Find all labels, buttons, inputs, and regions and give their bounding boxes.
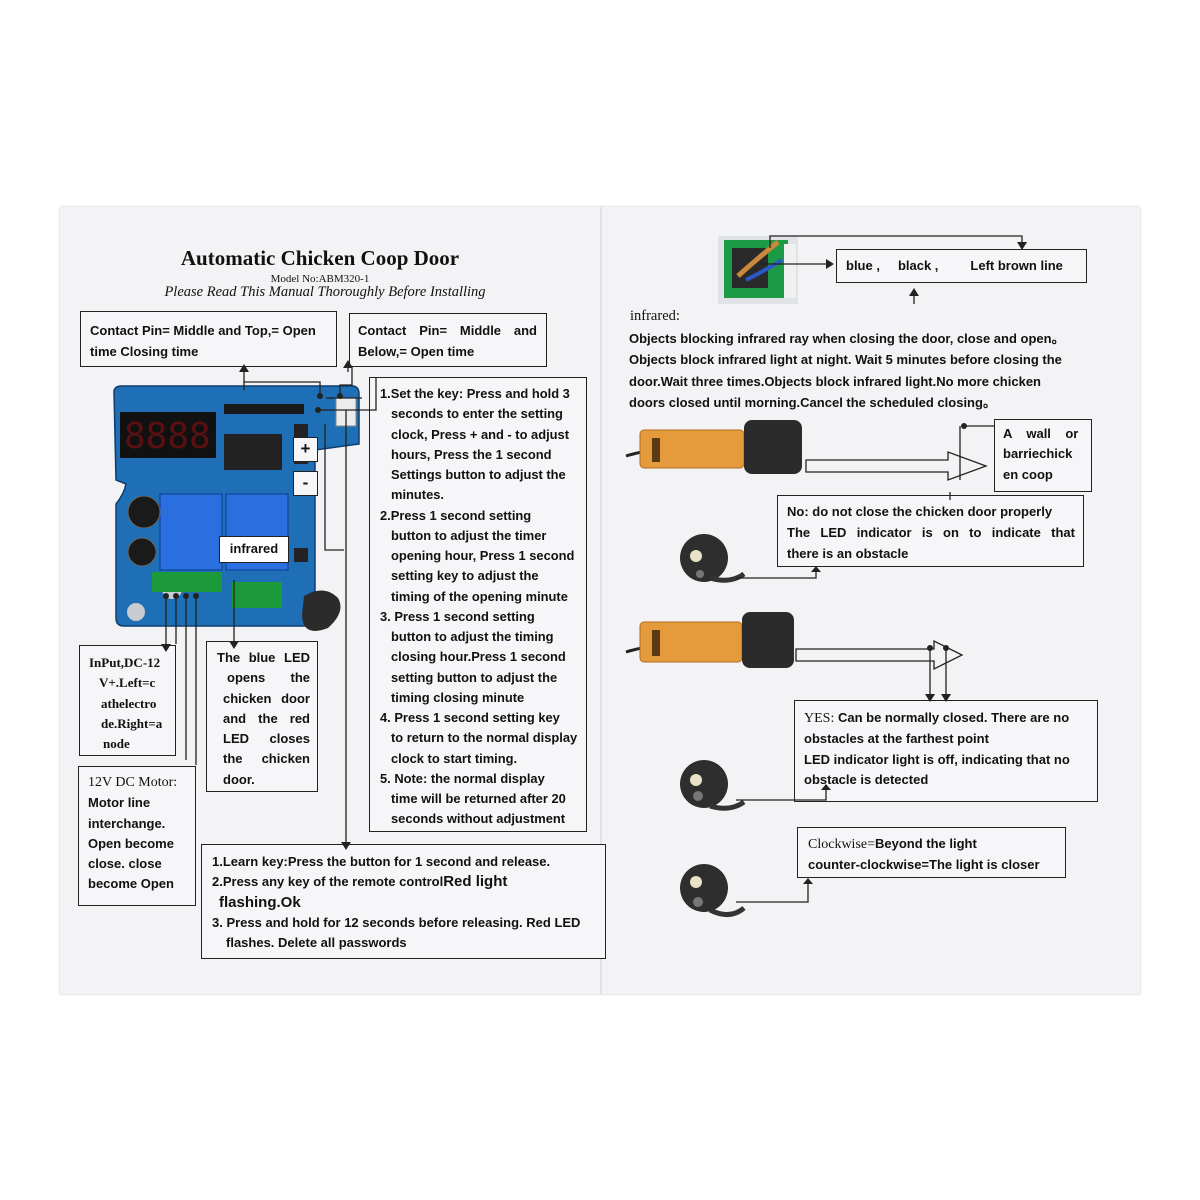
right-connector-lines bbox=[0, 0, 1200, 1200]
